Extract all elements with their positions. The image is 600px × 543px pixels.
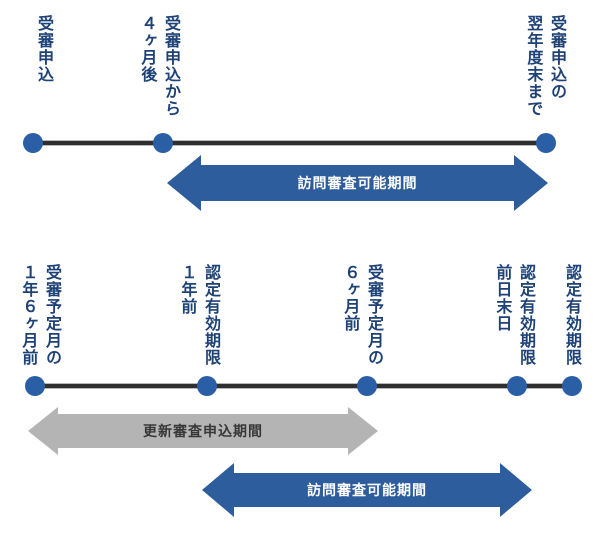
milestone-label-col: 前日末日 bbox=[493, 264, 511, 332]
milestone-label-col: 認定有効期限 bbox=[517, 264, 534, 366]
milestone-label-col: 翌年度末まで bbox=[524, 15, 542, 117]
bottom-visit-review-period-arrow: 訪問審査可能期間 bbox=[202, 463, 532, 517]
milestone-label-col: 受審予定月の bbox=[43, 264, 60, 366]
renewal-application-period-arrow: 更新審査申込期間 bbox=[28, 407, 378, 455]
bottom-dot-day-before-expiry bbox=[507, 376, 527, 396]
bottom-milestone-label-18-months-before: 受審予定月の １年６ヶ月前 bbox=[19, 264, 60, 366]
bottom-timeline-line bbox=[35, 383, 578, 389]
bottom-dot-6-months-before bbox=[357, 376, 377, 396]
period-arrow-label: 訪問審査可能期間 bbox=[297, 175, 418, 191]
bottom-milestone-label-1-year-before-expiry: 認定有効期限 １年前 bbox=[178, 264, 219, 366]
top-timeline-line bbox=[33, 140, 547, 146]
milestone-label-col: 受審申込の bbox=[548, 15, 565, 100]
top-visit-review-period-arrow: 訪問審査可能期間 bbox=[167, 155, 548, 211]
bottom-milestone-label-day-before-expiry: 認定有効期限 前日末日 bbox=[493, 264, 534, 366]
milestone-label-col: 受審予定月の bbox=[365, 264, 382, 366]
bottom-dot-1-year-before-expiry bbox=[197, 376, 217, 396]
milestone-label-col: ６ヶ月前 bbox=[341, 264, 359, 332]
bottom-dot-18-months-before bbox=[25, 376, 45, 396]
period-arrow-label: 訪問審査可能期間 bbox=[307, 482, 427, 498]
top-milestone-label-application: 受審申込 bbox=[34, 15, 52, 83]
milestone-label-col: 受審申込 bbox=[35, 15, 52, 83]
milestone-label-col: １年前 bbox=[178, 264, 196, 315]
bottom-milestone-label-6-months-before: 受審予定月の ６ヶ月前 bbox=[341, 264, 382, 366]
milestone-label-col: １年６ヶ月前 bbox=[19, 264, 37, 366]
milestone-label-col: ４ヶ月後 bbox=[138, 15, 156, 83]
milestone-label-col: 受審申込から bbox=[162, 15, 179, 117]
bottom-milestone-label-expiry: 認定有効期限 bbox=[562, 264, 580, 366]
top-dot-4-months-after bbox=[153, 133, 173, 153]
top-milestone-label-4-months-after: 受審申込から ４ヶ月後 bbox=[138, 15, 179, 117]
top-milestone-label-end-of-next-fiscal-year: 受審申込の 翌年度末まで bbox=[524, 15, 565, 117]
top-dot-application bbox=[23, 133, 43, 153]
top-dot-end-of-next-fiscal-year bbox=[536, 133, 556, 153]
milestone-label-col: 認定有効期限 bbox=[202, 264, 219, 366]
period-arrow-label: 更新審査申込期間 bbox=[143, 423, 263, 439]
bottom-dot-expiry bbox=[562, 376, 582, 396]
milestone-label-col: 認定有効期限 bbox=[563, 264, 580, 366]
